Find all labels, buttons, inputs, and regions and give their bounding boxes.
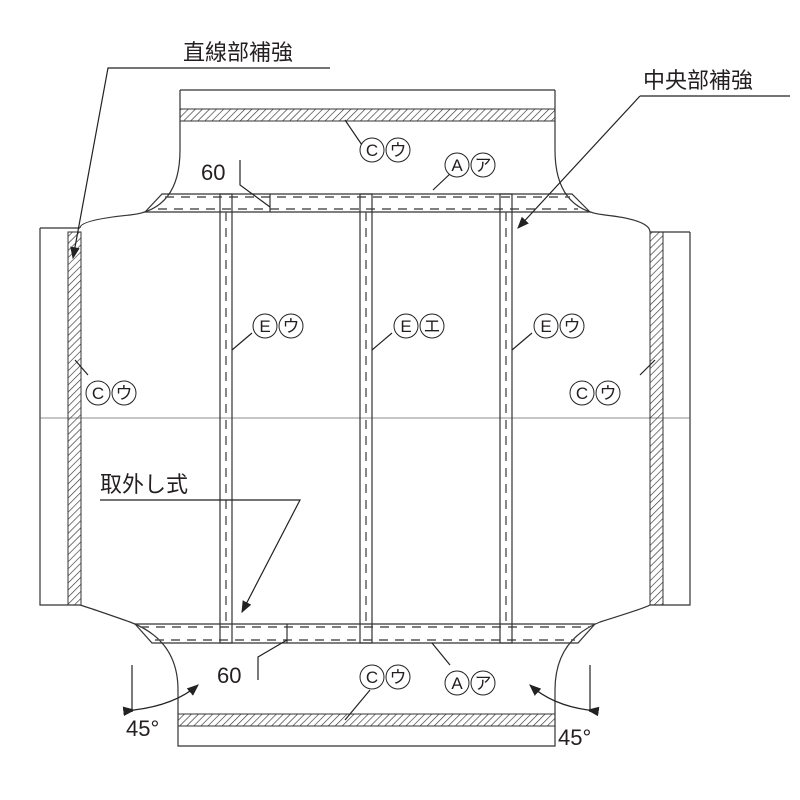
stiffener-center bbox=[359, 193, 373, 644]
top-flange-reinforcement bbox=[179, 108, 556, 122]
marker-letter: E bbox=[400, 317, 411, 336]
marker-letter: C bbox=[576, 384, 588, 403]
marker-letter: A bbox=[451, 156, 463, 175]
marker-circle bbox=[252, 313, 278, 339]
angle-left: 45° bbox=[126, 716, 159, 741]
marker-circle bbox=[385, 664, 411, 690]
center-reinforcement-label: 中央部補強 bbox=[643, 68, 753, 93]
right-flange-reinforcement bbox=[649, 231, 664, 606]
marker-circle bbox=[569, 380, 595, 406]
fitting-outline bbox=[39, 89, 691, 747]
marker-letter: ア bbox=[475, 674, 492, 693]
marker-circle bbox=[359, 137, 385, 163]
marker-circle bbox=[533, 313, 559, 339]
bottom-reinforcement-bar bbox=[133, 623, 597, 644]
marker-circle bbox=[278, 313, 304, 339]
marker-circle bbox=[595, 380, 621, 406]
marker-circle bbox=[470, 670, 496, 696]
marker-letter: ウ bbox=[564, 317, 581, 336]
straight-reinforcement-label: 直線部補強 bbox=[183, 40, 293, 65]
left-flange-reinforcement bbox=[67, 231, 82, 606]
marker-letter: A bbox=[451, 674, 463, 693]
leader-lines bbox=[70, 67, 790, 721]
angle-right: 45° bbox=[558, 725, 591, 750]
marker-letter: ウ bbox=[600, 384, 617, 403]
stiffeners bbox=[219, 193, 513, 644]
marker-letter: E bbox=[540, 317, 551, 336]
marker-circle bbox=[111, 380, 137, 406]
top-reinforcement-bar bbox=[143, 193, 592, 213]
marker-letter: ウ bbox=[390, 668, 407, 687]
marker-circle bbox=[85, 380, 111, 406]
marker-letter: ウ bbox=[116, 384, 133, 403]
dimension-top: 60 bbox=[201, 160, 225, 185]
marker-letter: C bbox=[366, 668, 378, 687]
marker-circle bbox=[385, 137, 411, 163]
marker-circle bbox=[559, 313, 585, 339]
bottom-flange-reinforcement bbox=[177, 713, 556, 727]
marker-letter: ア bbox=[475, 156, 492, 175]
marker-letter: ウ bbox=[283, 317, 300, 336]
marker-circle bbox=[444, 670, 470, 696]
stiffener-right bbox=[499, 193, 513, 644]
marker-letter: ウ bbox=[390, 141, 407, 160]
marker-letter: C bbox=[366, 141, 378, 160]
marker-letter: C bbox=[92, 384, 104, 403]
marker-circle bbox=[419, 313, 445, 339]
stiffener-left bbox=[219, 193, 233, 644]
marker-letter: エ bbox=[424, 317, 441, 336]
marker-letter: E bbox=[259, 317, 270, 336]
dimension-bottom: 60 bbox=[217, 663, 241, 688]
marker-circle bbox=[444, 152, 470, 178]
marker-circle bbox=[470, 152, 496, 178]
removable-label: 取外し式 bbox=[100, 472, 188, 497]
marker-circle bbox=[393, 313, 419, 339]
marker-circle bbox=[359, 664, 385, 690]
